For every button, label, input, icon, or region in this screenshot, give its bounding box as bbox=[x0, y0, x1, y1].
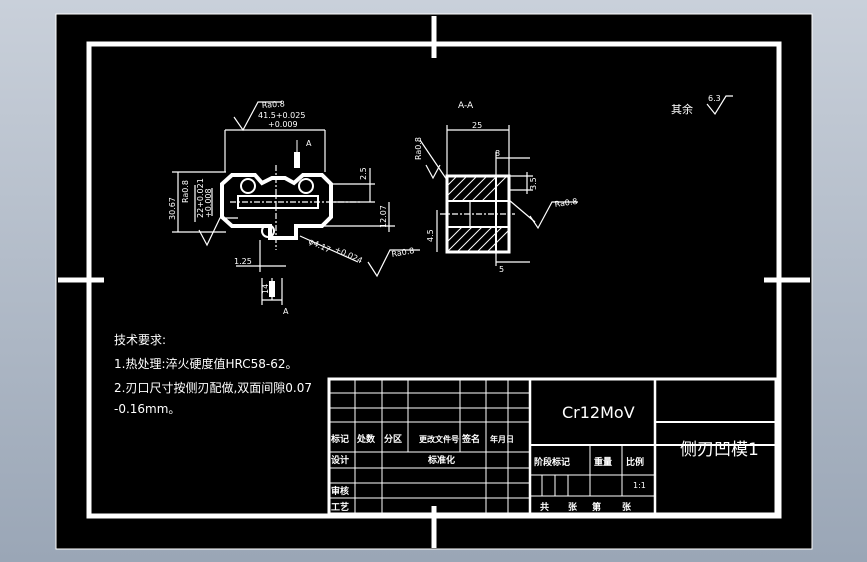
dim-41-5: 41.5+0.025 bbox=[258, 111, 305, 120]
title-block-text: 标记 处数 分区 更改文件号 签名 年月日 设计 审核 工艺 标准化 阶段标记 … bbox=[330, 403, 759, 513]
material-label: Cr12MoV bbox=[562, 403, 635, 422]
dim-4-5: 4.5 bbox=[426, 229, 435, 242]
dim-25: 25 bbox=[472, 121, 482, 130]
part-name: 侧刃凹模1 bbox=[680, 440, 759, 460]
dim-30-67: 30.67 bbox=[168, 197, 177, 220]
roughness-label-bottom: Ra0.8 bbox=[391, 246, 415, 259]
tb-scale-value: 1:1 bbox=[633, 481, 646, 490]
front-view bbox=[172, 101, 420, 305]
dim-22-021: 22+0.021 bbox=[196, 178, 205, 218]
roughness-symbol-left bbox=[198, 217, 238, 247]
dim-12-07: 12.07 bbox=[379, 205, 388, 228]
rest-roughness-label: 其余 bbox=[671, 102, 693, 116]
roughness-label-left: Ra0.8 bbox=[181, 180, 190, 203]
dim-2-5: 2.5 bbox=[359, 167, 368, 180]
tb-header-0: 标记 bbox=[330, 433, 349, 445]
dim-22-008: +0.008 bbox=[204, 188, 213, 218]
tb-header-3: 更改文件号 bbox=[419, 434, 459, 444]
tb-header-2: 分区 bbox=[384, 433, 402, 445]
die-outer-profile bbox=[220, 173, 333, 240]
dim-5: 5 bbox=[499, 265, 504, 274]
roughness-label-section-left: Ra0.8 bbox=[414, 137, 423, 160]
notes-line2: 2.刃口尺寸按侧刃配做,双面间隙0.07 bbox=[114, 380, 312, 395]
tb-row-design: 设计 bbox=[331, 454, 349, 466]
roughness-symbol-top bbox=[233, 101, 282, 132]
tb-sheet-no: 第 bbox=[592, 501, 601, 513]
dim-1-25: 1.25 bbox=[234, 257, 252, 266]
notes-line3: -0.16mm。 bbox=[114, 402, 180, 416]
roughness-label-section-right: Ra0.8 bbox=[554, 197, 578, 209]
tb-row-review: 审核 bbox=[331, 485, 349, 497]
roughness-label-top: Ra0.8 bbox=[262, 99, 286, 110]
tb-standardization: 标准化 bbox=[427, 454, 455, 466]
tb-header-5: 年月日 bbox=[490, 434, 514, 444]
section-mark-a-top: A bbox=[306, 139, 312, 148]
tb-weight: 重量 bbox=[594, 456, 612, 468]
tb-sheet-unit2: 张 bbox=[622, 501, 632, 513]
section-mark-a-bottom: A bbox=[283, 307, 289, 316]
dim-8: 8 bbox=[495, 149, 500, 158]
dim-3-5: 3.5 bbox=[529, 177, 538, 190]
technical-notes: 技术要求: 1.热处理:淬火硬度值HRC58-62。 2.刃口尺寸按侧刃配做,双… bbox=[114, 333, 312, 416]
roughness-symbol-bottom bbox=[367, 249, 420, 278]
section-view bbox=[419, 95, 733, 266]
tb-sheet-total: 共 bbox=[540, 501, 549, 513]
section-title: A-A bbox=[458, 101, 474, 111]
tb-row-process: 工艺 bbox=[331, 501, 349, 513]
title-block bbox=[327, 377, 778, 516]
drawing-sheet bbox=[55, 13, 813, 550]
notes-title: 技术要求: bbox=[114, 333, 166, 347]
dim-41-5-lower: +0.009 bbox=[268, 120, 298, 129]
tb-header-4: 签名 bbox=[461, 433, 480, 445]
tb-sheet-unit1: 张 bbox=[568, 501, 578, 513]
rest-roughness-value: 6.3 bbox=[708, 94, 721, 103]
die-slot bbox=[237, 195, 319, 209]
tb-header-1: 处数 bbox=[356, 433, 376, 445]
tb-stage-mark: 阶段标记 bbox=[534, 456, 570, 468]
notes-line1: 1.热处理:淬火硬度值HRC58-62。 bbox=[114, 356, 298, 371]
dim-14: 14 bbox=[261, 284, 270, 294]
tb-scale-label: 比例 bbox=[626, 456, 644, 468]
